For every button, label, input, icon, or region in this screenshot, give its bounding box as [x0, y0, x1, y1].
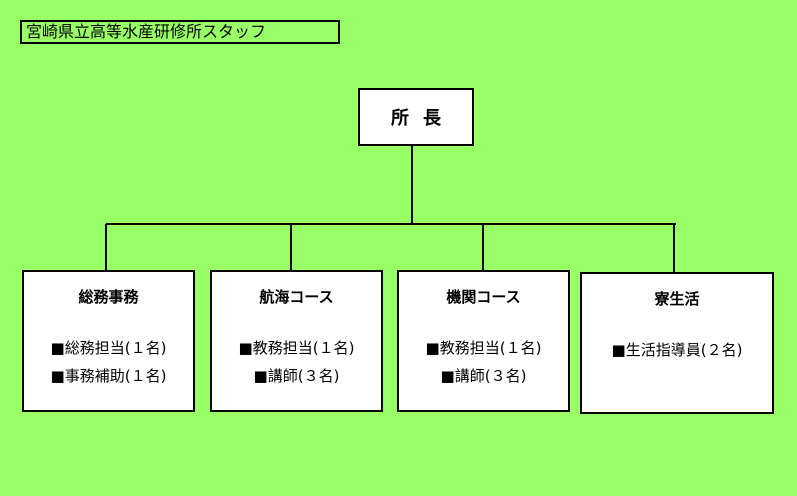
dept-box-general-affairs: 総務事務 ■総務担当(１名) ■事務補助(１名) — [22, 270, 195, 412]
staff-line: ■講師(３名) — [440, 367, 527, 385]
staff-line: ■生活指導員(２名) — [611, 341, 743, 359]
dept-box-engineering: 機関コース ■教務担当(１名) ■講師(３名) — [397, 270, 570, 412]
staff-line: ■講師(３名) — [253, 367, 340, 385]
staff-line: ■教務担当(１名) — [425, 339, 542, 357]
dept-title: 寮生活 — [654, 290, 700, 308]
dept-box-navigation: 航海コース ■教務担当(１名) ■講師(３名) — [210, 270, 383, 412]
staff-line: ■総務担当(１名) — [50, 339, 167, 357]
director-label: 所長 — [391, 108, 455, 129]
staff-line: ■教務担当(１名) — [238, 339, 355, 357]
dept-title: 総務事務 — [78, 288, 139, 306]
dept-title: 航海コース — [259, 288, 334, 306]
staff-line: ■事務補助(１名) — [50, 367, 167, 385]
director-box: 所長 — [358, 88, 474, 146]
dept-title: 機関コース — [446, 288, 521, 306]
page-title: 宮崎県立高等水産研修所スタッフ — [20, 20, 340, 44]
dept-box-dormitory: 寮生活 ■生活指導員(２名) — [580, 272, 774, 414]
